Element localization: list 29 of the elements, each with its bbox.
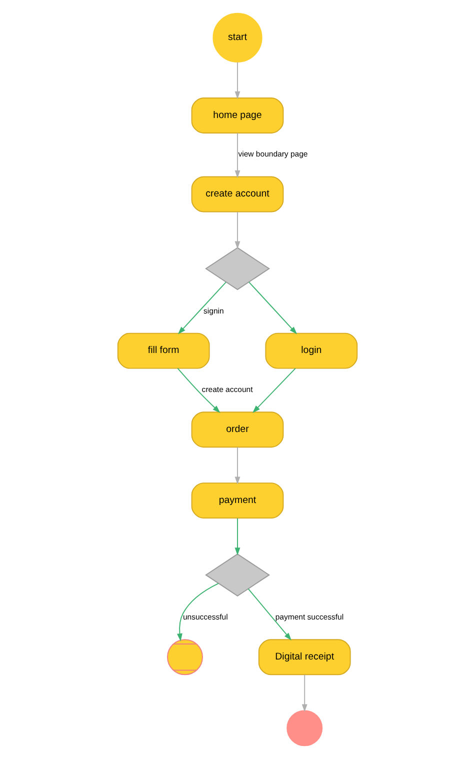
node-box: login bbox=[264, 332, 358, 369]
node-box: payment bbox=[190, 482, 284, 519]
edge-label: view boundary page bbox=[238, 150, 308, 159]
node-circle: start bbox=[212, 12, 262, 62]
arrow bbox=[247, 588, 292, 641]
arrow bbox=[234, 132, 240, 178]
edge-label: unsuccessful bbox=[182, 612, 228, 622]
node-box: order bbox=[190, 412, 284, 448]
arrow bbox=[234, 446, 240, 484]
arrow bbox=[176, 368, 220, 413]
arrow bbox=[234, 518, 240, 556]
node-circle bbox=[166, 639, 202, 676]
node-box: create account bbox=[190, 176, 284, 212]
arrow bbox=[234, 62, 240, 100]
arrow bbox=[234, 212, 240, 250]
node-box: home page bbox=[190, 98, 284, 134]
node-box: Digital receipt bbox=[258, 639, 350, 676]
edge-label: signin bbox=[203, 306, 224, 316]
arrow bbox=[252, 368, 296, 414]
arrow bbox=[248, 282, 297, 334]
node-circle bbox=[286, 710, 322, 746]
arrow bbox=[176, 582, 218, 642]
node-diamond bbox=[204, 247, 270, 290]
edge-label: create account bbox=[201, 385, 252, 394]
node-diamond bbox=[204, 553, 270, 596]
edge-label: payment successful bbox=[274, 612, 344, 622]
node-box: fill form bbox=[116, 332, 210, 369]
arrow bbox=[177, 282, 226, 334]
arrow bbox=[301, 674, 307, 712]
